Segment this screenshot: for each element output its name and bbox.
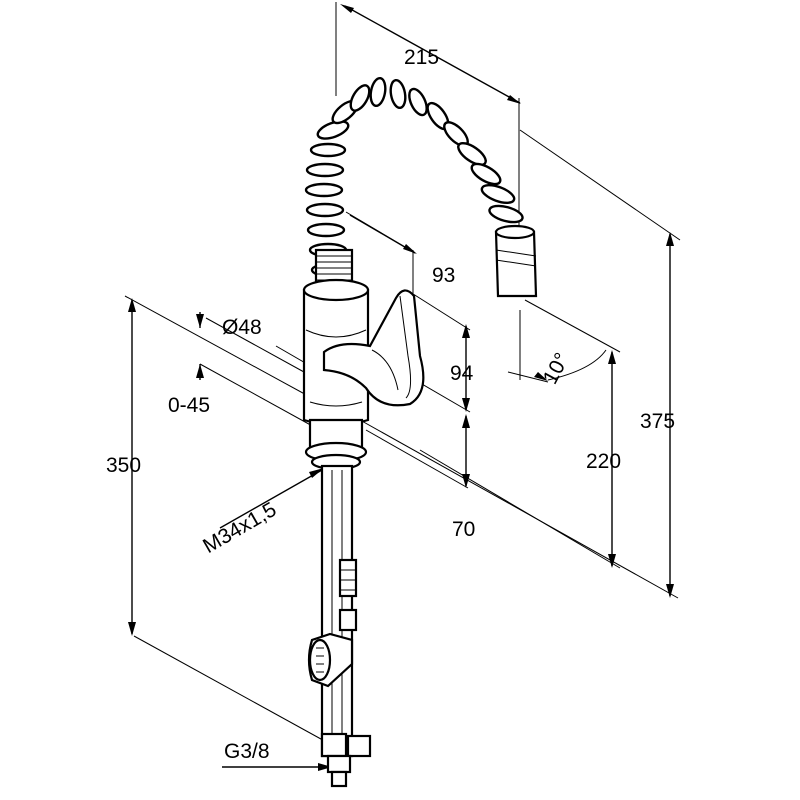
label-375: 375 (640, 410, 675, 433)
label-angle-10: 10° (539, 349, 574, 388)
label-m34: M34x1,5 (199, 498, 280, 558)
label-0-45: 0-45 (168, 394, 210, 417)
faucet-body (302, 76, 538, 788)
label-g38: G3/8 (224, 740, 270, 763)
mounting-shank (307, 464, 372, 788)
label-93: 93 (432, 264, 455, 287)
label-94: 94 (450, 362, 474, 385)
label-dia-48: Ø48 (222, 316, 262, 339)
label-350: 350 (106, 454, 141, 477)
label-220: 220 (586, 450, 621, 473)
label-215: 215 (404, 46, 439, 69)
label-70: 70 (452, 518, 475, 541)
spray-head (494, 230, 538, 298)
spring-coils (304, 76, 524, 278)
handle-lever (322, 289, 425, 407)
